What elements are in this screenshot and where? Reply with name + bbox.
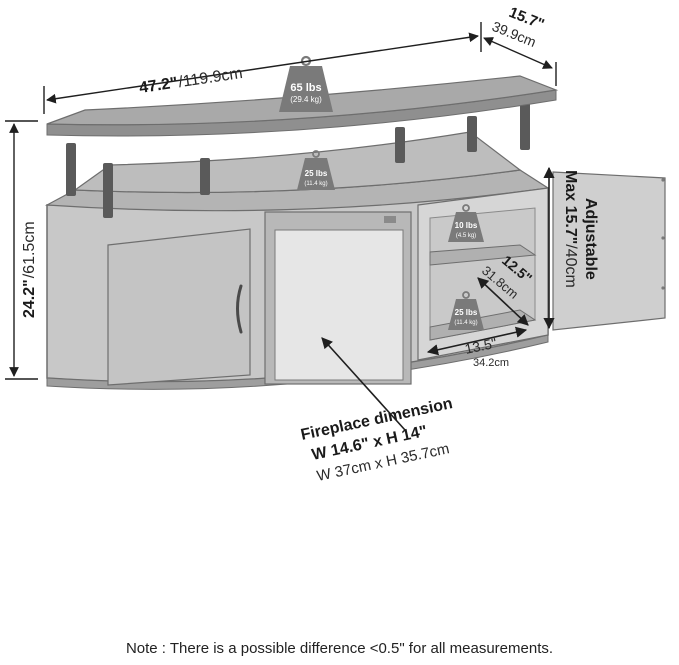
height-inches: 24.2" — [21, 279, 38, 318]
svg-text:47.2"/119.9cm: 47.2"/119.9cm — [138, 65, 244, 97]
weight-cabinet-upper-lbs: 10 lbs — [455, 221, 478, 230]
support-posts — [66, 100, 530, 218]
weight-cabinet-lower-kg: (11.4 kg) — [454, 320, 477, 326]
adjustable-label: Adjustable — [582, 198, 599, 280]
adjustable-shelf — [429, 244, 537, 266]
depth-dimension: 15.7" 39.9cm — [483, 4, 557, 86]
weight-middle-lbs: 25 lbs — [305, 169, 328, 178]
weight-cabinet-lower-lbs: 25 lbs — [455, 308, 478, 317]
height-dimension: 24.2"/61.5cm — [5, 120, 38, 380]
weight-cabinet-upper-kg: (4.5 kg) — [456, 233, 476, 239]
width-inches: 47.2" — [138, 74, 179, 96]
measurement-note: Note : There is a possible difference <0… — [125, 640, 554, 657]
shelf-height-inches: Max 15.7" — [562, 170, 579, 244]
weight-icon-top: 65 lbs (29.4 kg) — [279, 55, 333, 112]
left-door — [107, 228, 251, 386]
width-cm: /119.9cm — [177, 65, 243, 91]
weight-icon-cabinet-upper: 10 lbs (4.5 kg) — [448, 204, 484, 242]
weight-icon-middle: 25 lbs (11.4 kg) — [297, 150, 335, 190]
fireplace-insert — [264, 211, 412, 385]
adjustable-shelf-height: Adjustable Max 15.7"/40cm — [543, 166, 599, 330]
fireplace-control — [384, 216, 396, 223]
middle-shelf — [73, 131, 522, 194]
shelf-height-cm: /40cm — [562, 244, 579, 288]
shelf-width-inches: 13.5" — [463, 335, 498, 357]
weight-icon-cabinet-lower: 25 lbs (11.4 kg) — [448, 291, 484, 330]
weight-top-kg: (29.4 kg) — [290, 95, 322, 104]
svg-text:24.2"/61.5cm: 24.2"/61.5cm — [21, 221, 38, 318]
svg-text:Max 15.7"/40cm: Max 15.7"/40cm — [562, 170, 579, 288]
weight-top-lbs: 65 lbs — [290, 82, 321, 94]
height-cm: /61.5cm — [21, 221, 38, 278]
shelf-width-dimension: 13.5" 34.2cm — [426, 326, 528, 369]
shelf-width-cm: 34.2cm — [473, 357, 509, 369]
weight-middle-kg: (11.4 kg) — [304, 181, 327, 187]
door-handle — [236, 284, 243, 334]
